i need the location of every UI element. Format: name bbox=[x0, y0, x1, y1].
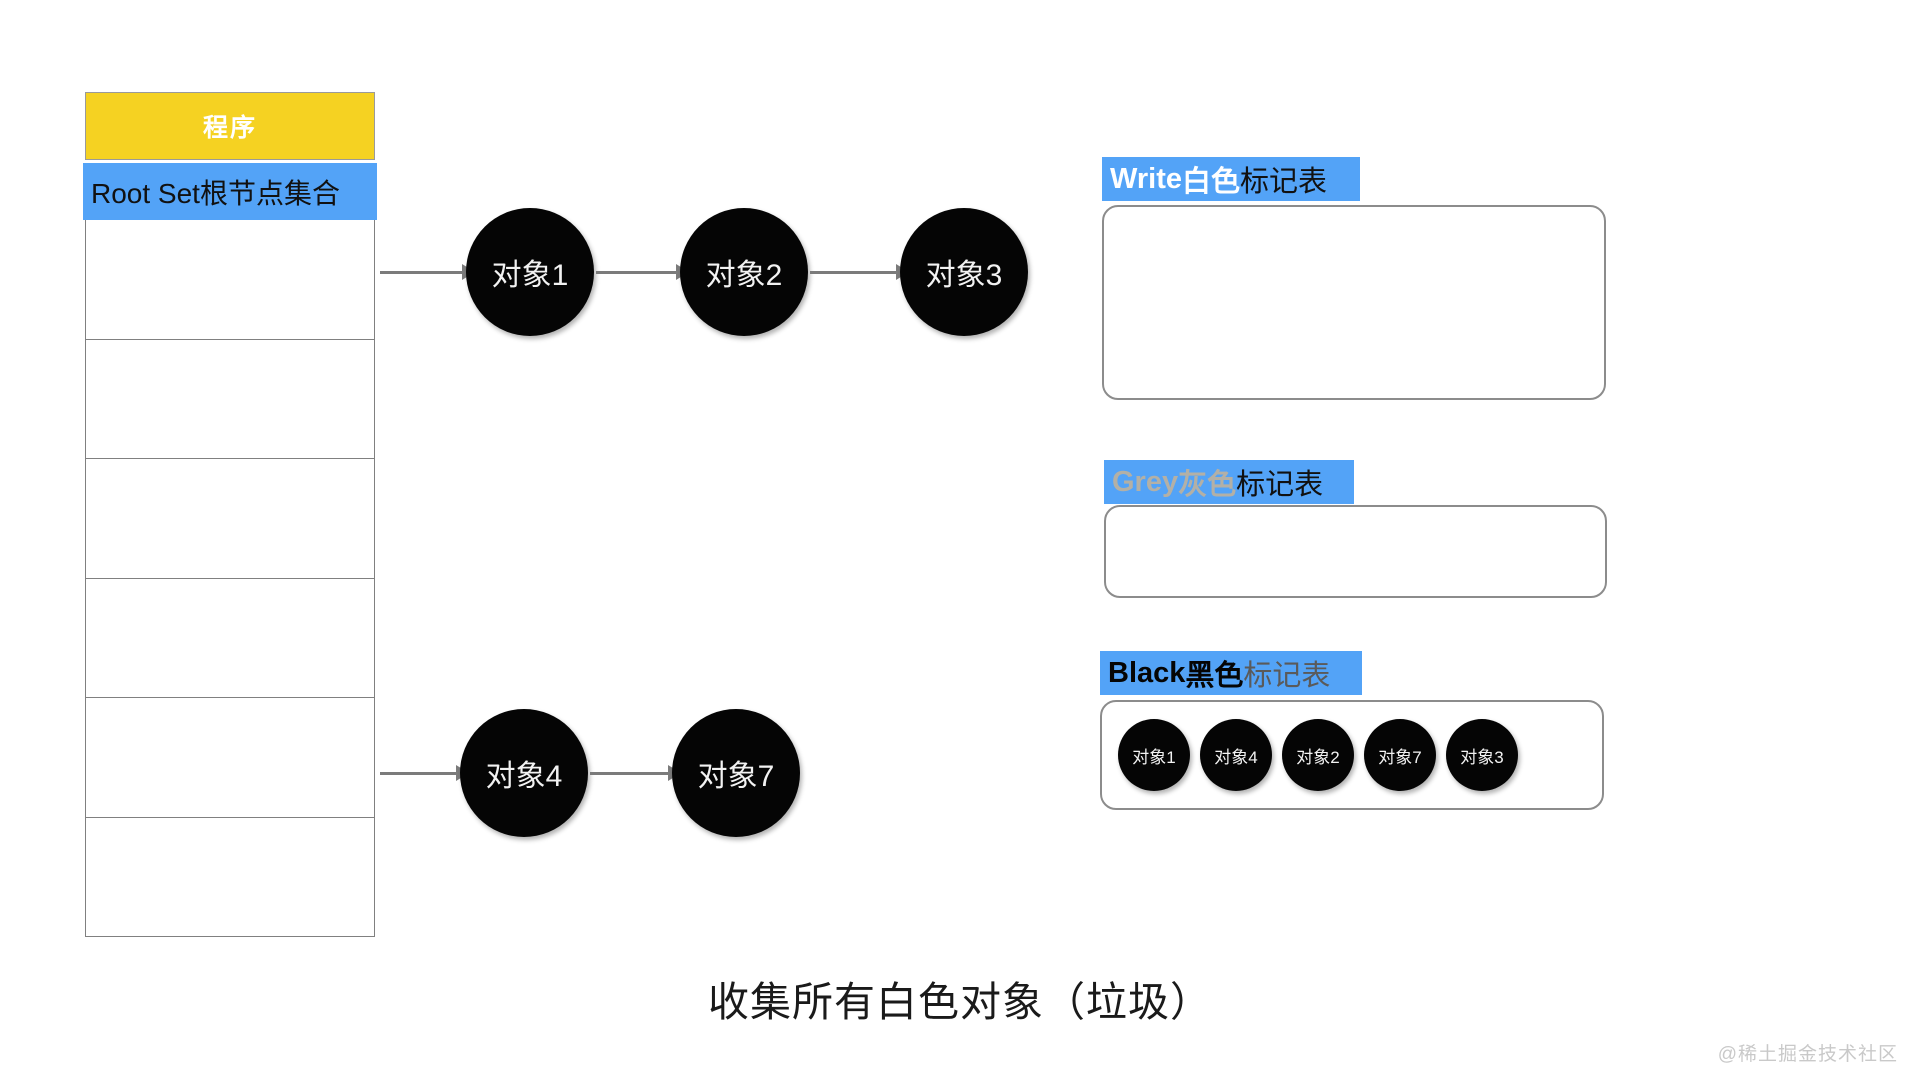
mark-table-label-en: Write bbox=[1110, 162, 1182, 195]
mark-table-label-tail: 标记表 bbox=[1243, 660, 1331, 692]
reference-arrow bbox=[590, 771, 668, 775]
root-set-row[interactable] bbox=[86, 340, 374, 459]
root-set-header: Root Set根节点集合 bbox=[83, 163, 377, 220]
mark-table-label-en: Grey bbox=[1112, 465, 1179, 498]
root-set-rows bbox=[85, 220, 375, 937]
mark-table-label-tail: 标记表 bbox=[1236, 469, 1324, 501]
root-set-table: Root Set根节点集合 bbox=[83, 163, 377, 937]
object-node[interactable]: 对象4 bbox=[460, 709, 588, 837]
object-node[interactable]: 对象1 bbox=[466, 208, 594, 336]
mark-table-label-en: Black bbox=[1108, 656, 1186, 689]
root-set-row[interactable] bbox=[86, 579, 374, 698]
root-set-row[interactable] bbox=[86, 698, 374, 818]
mark-table-box-write[interactable] bbox=[1102, 205, 1606, 400]
root-set-row[interactable] bbox=[86, 220, 374, 340]
object-chip[interactable]: 对象2 bbox=[1282, 719, 1354, 791]
object-node[interactable]: 对象7 bbox=[672, 709, 800, 837]
mark-table-label-tail: 标记表 bbox=[1240, 166, 1328, 198]
program-header: 程序 bbox=[85, 92, 375, 160]
watermark: @稀土掘金技术社区 bbox=[1717, 1044, 1898, 1065]
mark-table-label-black: Black 黑色标记表 bbox=[1100, 651, 1362, 695]
mark-table-label-write: Write 白色标记表 bbox=[1102, 157, 1360, 201]
object-node[interactable]: 对象2 bbox=[680, 208, 808, 336]
root-set-row[interactable] bbox=[86, 459, 374, 579]
object-chip[interactable]: 对象4 bbox=[1200, 719, 1272, 791]
reference-arrow bbox=[380, 771, 456, 775]
object-chip[interactable]: 对象7 bbox=[1364, 719, 1436, 791]
mark-table-box-grey[interactable] bbox=[1104, 505, 1607, 598]
mark-table-label-color: 灰色 bbox=[1178, 469, 1237, 501]
mark-table-label-color: 黑色 bbox=[1185, 660, 1244, 692]
root-set-row[interactable] bbox=[86, 818, 374, 938]
reference-arrow bbox=[596, 270, 676, 274]
reference-arrow bbox=[380, 270, 462, 274]
caption: 收集所有白色对象（垃圾） bbox=[708, 979, 1212, 1025]
object-chip[interactable]: 对象1 bbox=[1118, 719, 1190, 791]
mark-table-label-grey: Grey 灰色标记表 bbox=[1104, 460, 1354, 504]
reference-arrow bbox=[810, 270, 896, 274]
mark-table-label-color: 白色 bbox=[1181, 166, 1240, 198]
object-node[interactable]: 对象3 bbox=[900, 208, 1028, 336]
object-chip[interactable]: 对象3 bbox=[1446, 719, 1518, 791]
